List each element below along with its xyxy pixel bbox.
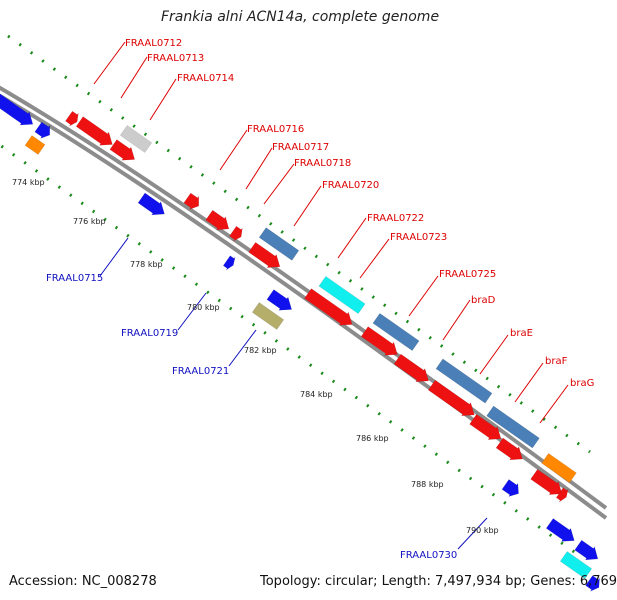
gene-arrow[interactable]: [303, 287, 356, 331]
gene-label-FRAAL0720[interactable]: FRAAL0720: [322, 180, 379, 191]
gene-arrow[interactable]: [495, 436, 527, 465]
gene-label-FRAAL0723[interactable]: FRAAL0723: [390, 232, 447, 243]
gene-arrow[interactable]: [0, 91, 37, 130]
tick-tracks: [0, 34, 591, 558]
gene-label-braE[interactable]: braE: [510, 328, 533, 339]
scale-label: 788 kbp: [411, 480, 444, 489]
gene-features: [0, 91, 603, 594]
gene-arrow[interactable]: [559, 551, 593, 579]
tick-track: [7, 34, 591, 454]
gene-arrow[interactable]: [137, 191, 169, 220]
gene-arrow[interactable]: [183, 191, 204, 212]
gene-arrow[interactable]: [427, 379, 479, 422]
accession-text: Accession: NC_008278: [9, 574, 157, 589]
gene-arrow[interactable]: [266, 288, 296, 316]
gene-arrow[interactable]: [529, 468, 566, 501]
gene-label-FRAAL0717[interactable]: FRAAL0717: [272, 142, 329, 153]
gene-label-FRAAL0722[interactable]: FRAAL0722: [367, 213, 424, 224]
gene-label-braF[interactable]: braF: [545, 356, 568, 367]
genome-summary-text: Topology: circular; Length: 7,497,934 bp…: [260, 574, 617, 589]
gene-arrow[interactable]: [251, 302, 285, 330]
gene-label-FRAAL0715[interactable]: FRAAL0715: [46, 273, 103, 284]
gene-arrow[interactable]: [75, 115, 117, 151]
scale-label: 782 kbp: [244, 346, 277, 355]
gene-label-FRAAL0716[interactable]: FRAAL0716: [247, 124, 304, 135]
gene-arrow[interactable]: [205, 209, 234, 236]
gene-label-FRAAL0713[interactable]: FRAAL0713: [147, 53, 204, 64]
gene-arrow[interactable]: [574, 539, 603, 566]
gene-label-FRAAL0719[interactable]: FRAAL0719: [121, 328, 178, 339]
gene-arrow[interactable]: [360, 325, 402, 361]
scale-label: 778 kbp: [130, 260, 163, 269]
gene-label-braG[interactable]: braG: [570, 378, 594, 389]
gene-label-FRAAL0730[interactable]: FRAAL0730: [400, 550, 457, 561]
gene-arrow[interactable]: [109, 138, 139, 166]
gene-arrow[interactable]: [393, 353, 433, 388]
gene-label-FRAAL0714[interactable]: FRAAL0714: [177, 73, 234, 84]
tick-track: [0, 143, 581, 558]
scale-label: 776 kbp: [73, 217, 106, 226]
genome-map: FRAAL0712 FRAAL0713 FRAAL0714 FRAAL0716 …: [0, 34, 608, 592]
gene-arrow[interactable]: [545, 517, 579, 547]
gene-arrow[interactable]: [501, 478, 523, 500]
gene-label-FRAAL0725[interactable]: FRAAL0725: [439, 269, 496, 280]
gene-arrow[interactable]: [222, 254, 238, 272]
scale-label: 786 kbp: [356, 434, 389, 443]
gene-arrow[interactable]: [541, 452, 577, 484]
gene-arrow[interactable]: [584, 574, 603, 594]
scale-label: 780 kbp: [187, 303, 220, 312]
scale-label: 774 kbp: [12, 178, 45, 187]
gene-arrow[interactable]: [64, 110, 81, 129]
gene-arrow[interactable]: [34, 120, 55, 141]
gene-arrow[interactable]: [468, 413, 505, 446]
gene-label-FRAAL0721[interactable]: FRAAL0721: [172, 366, 229, 377]
scale-label: 784 kbp: [300, 390, 333, 399]
gene-arrow[interactable]: [247, 241, 284, 274]
gene-labels: FRAAL0712 FRAAL0713 FRAAL0714 FRAAL0716 …: [12, 38, 594, 561]
gene-arrow[interactable]: [24, 135, 46, 155]
gene-arrow[interactable]: [486, 405, 540, 449]
gene-arrow[interactable]: [119, 125, 153, 153]
gene-label-FRAAL0718[interactable]: FRAAL0718: [294, 158, 351, 169]
scale-label: 790 kbp: [466, 526, 499, 535]
gene-arrow[interactable]: [258, 227, 300, 261]
gene-arrow[interactable]: [435, 358, 493, 404]
gene-arrow[interactable]: [555, 486, 571, 504]
gene-arrow[interactable]: [318, 275, 366, 315]
gene-label-braD[interactable]: braD: [471, 295, 496, 306]
gene-arrow[interactable]: [228, 225, 245, 244]
map-title: Frankia alni ACN14a, complete genome: [160, 9, 440, 25]
gene-label-FRAAL0712[interactable]: FRAAL0712: [125, 38, 182, 49]
gene-arrow[interactable]: [372, 312, 420, 352]
